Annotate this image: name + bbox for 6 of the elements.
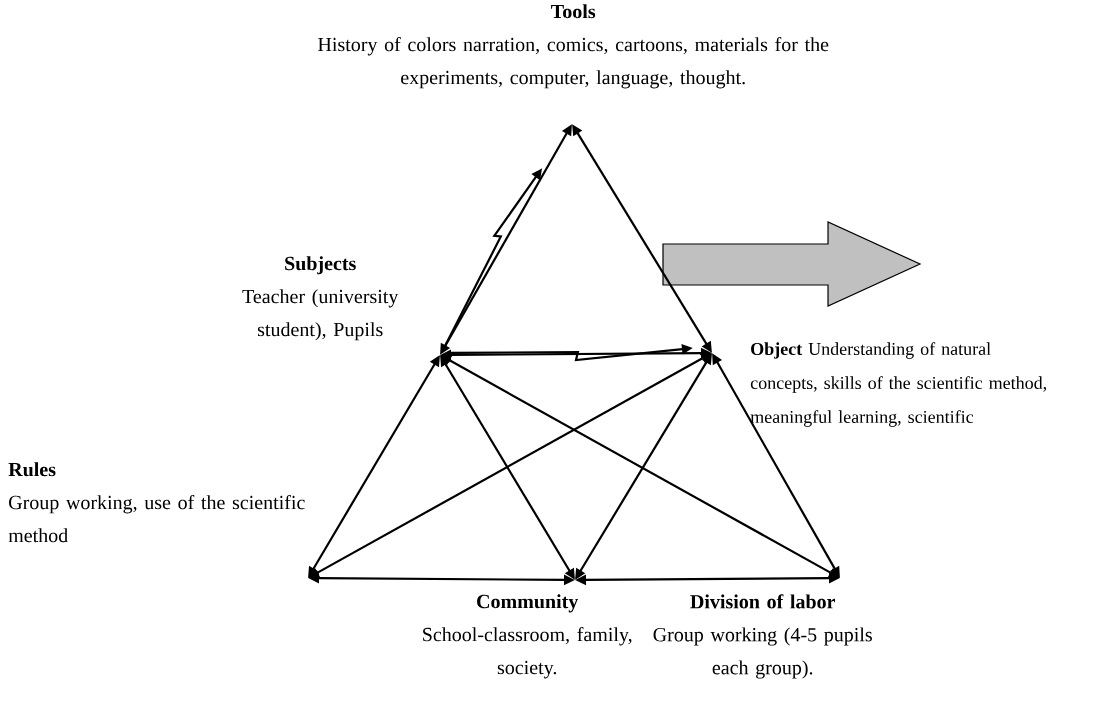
label-text: Tools History of colors narration, comics, cartoons, materials for the experiments, computer, language, thought. [318, 4, 829, 89]
label-text: Division of labor Group working (4-5 pupils each group). [653, 594, 872, 679]
label-text: Community School-classroom, family, society. [423, 594, 632, 679]
label-text: Subjects Teacher (university student), Pupils [242, 256, 399, 341]
label-text: Object Understanding of natural concepts, skills of the scientific method, meaningful learning, scientific [750, 342, 1047, 427]
label-text: Rules Group working, use of the scientific method [8, 462, 305, 543]
